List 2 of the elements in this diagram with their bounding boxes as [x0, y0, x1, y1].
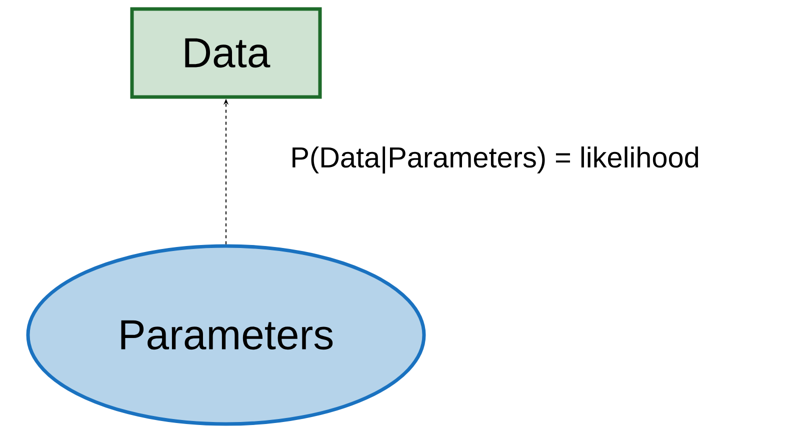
edge-label: P(Data|Parameters) = likelihood [292, 146, 698, 174]
data-box: Data [130, 7, 322, 99]
